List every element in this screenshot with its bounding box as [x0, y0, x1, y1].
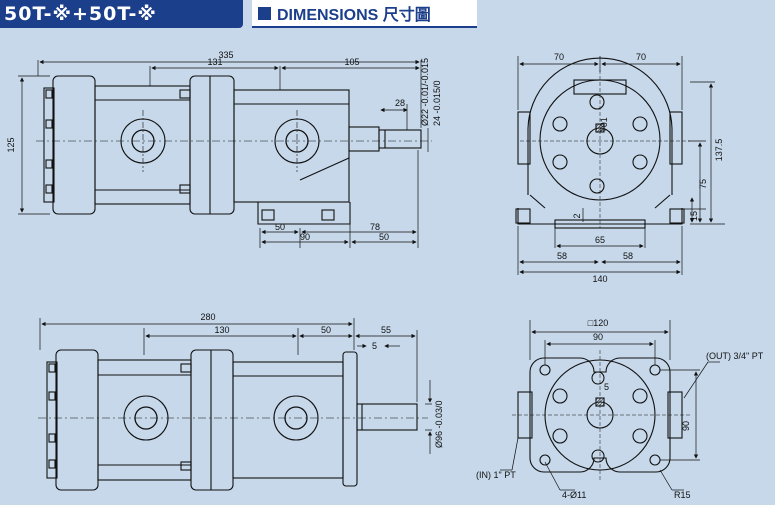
dim-90-side: 90: [681, 421, 691, 431]
dim-28: 28: [395, 98, 405, 108]
model-code: 50T-※+50T-※: [4, 3, 157, 25]
dimensions-title: DIMENSIONS 尺寸圖: [277, 7, 431, 24]
bolt-circles-bottom: [552, 371, 648, 463]
side-view-top-labels: 335 131 105 28 125 50 78 90 50 Ø22 -0.01…: [6, 50, 442, 242]
dim-square-120: □120: [588, 318, 608, 328]
dim-50-b: 50: [379, 232, 389, 242]
front-view-bottom-labels: □120 90 90 5 (OUT) 3/4" PT (IN) 1" PT 4-…: [476, 318, 764, 500]
dim-15: 15: [689, 211, 699, 221]
dim-58-right: 58: [623, 251, 633, 261]
dim-335: 335: [218, 50, 233, 60]
model-banner: 50T-※+50T-※: [0, 0, 243, 28]
dim-137-5: 137.5: [714, 139, 724, 162]
dim-75: 75: [698, 179, 708, 189]
outlet-port-label: (OUT) 3/4" PT: [706, 351, 764, 361]
square-bullet-icon: [258, 6, 271, 20]
dim-58-left: 58: [557, 251, 567, 261]
dim-55: 55: [381, 325, 391, 335]
dim-50-a: 50: [275, 222, 285, 232]
dim-78: 78: [370, 222, 380, 232]
front-view-top: [515, 56, 725, 275]
side-view-top: [18, 59, 432, 248]
dim-70-left: 70: [554, 52, 564, 62]
shaft-tol-24: 24 -0.015/0: [432, 80, 442, 126]
front-view-bottom: [500, 320, 720, 491]
dim-131: 131: [207, 57, 222, 67]
dim-70-right: 70: [636, 52, 646, 62]
side-view-bottom-labels: 280 130 50 55 5 Ø96 -0.03/0: [200, 312, 444, 448]
side-view-bottom: [38, 318, 433, 491]
dim-140: 140: [592, 274, 607, 284]
dim-105: 105: [344, 57, 359, 67]
dim-50: 50: [321, 325, 331, 335]
dim-65: 65: [595, 235, 605, 245]
shaft-tol-22: Ø22 -0.01/-0.015: [420, 58, 430, 126]
dim-2: 2: [572, 213, 582, 218]
dim-125: 125: [6, 137, 16, 152]
shaft-tol-96: Ø96 -0.03/0: [434, 400, 444, 448]
dimensions-banner: DIMENSIONS 尺寸圖: [252, 0, 477, 28]
dim-90-top: 90: [593, 332, 603, 342]
dim-130: 130: [214, 325, 229, 335]
dim-5: 5: [372, 341, 377, 351]
bolt-circles-top: [552, 94, 648, 194]
front-view-top-labels: 70 70 137.5 75 15 2 65 58 58 140 T01: [554, 52, 724, 284]
mounting-holes-label: 4-Ø11: [562, 490, 586, 500]
inlet-port-label: (IN) 1" PT: [476, 470, 516, 480]
key-label: T01: [599, 117, 609, 133]
dim-280: 280: [200, 312, 215, 322]
dim-5-key: 5: [604, 382, 609, 392]
dim-90: 90: [300, 232, 310, 242]
corner-radius-label: R15: [674, 490, 691, 500]
